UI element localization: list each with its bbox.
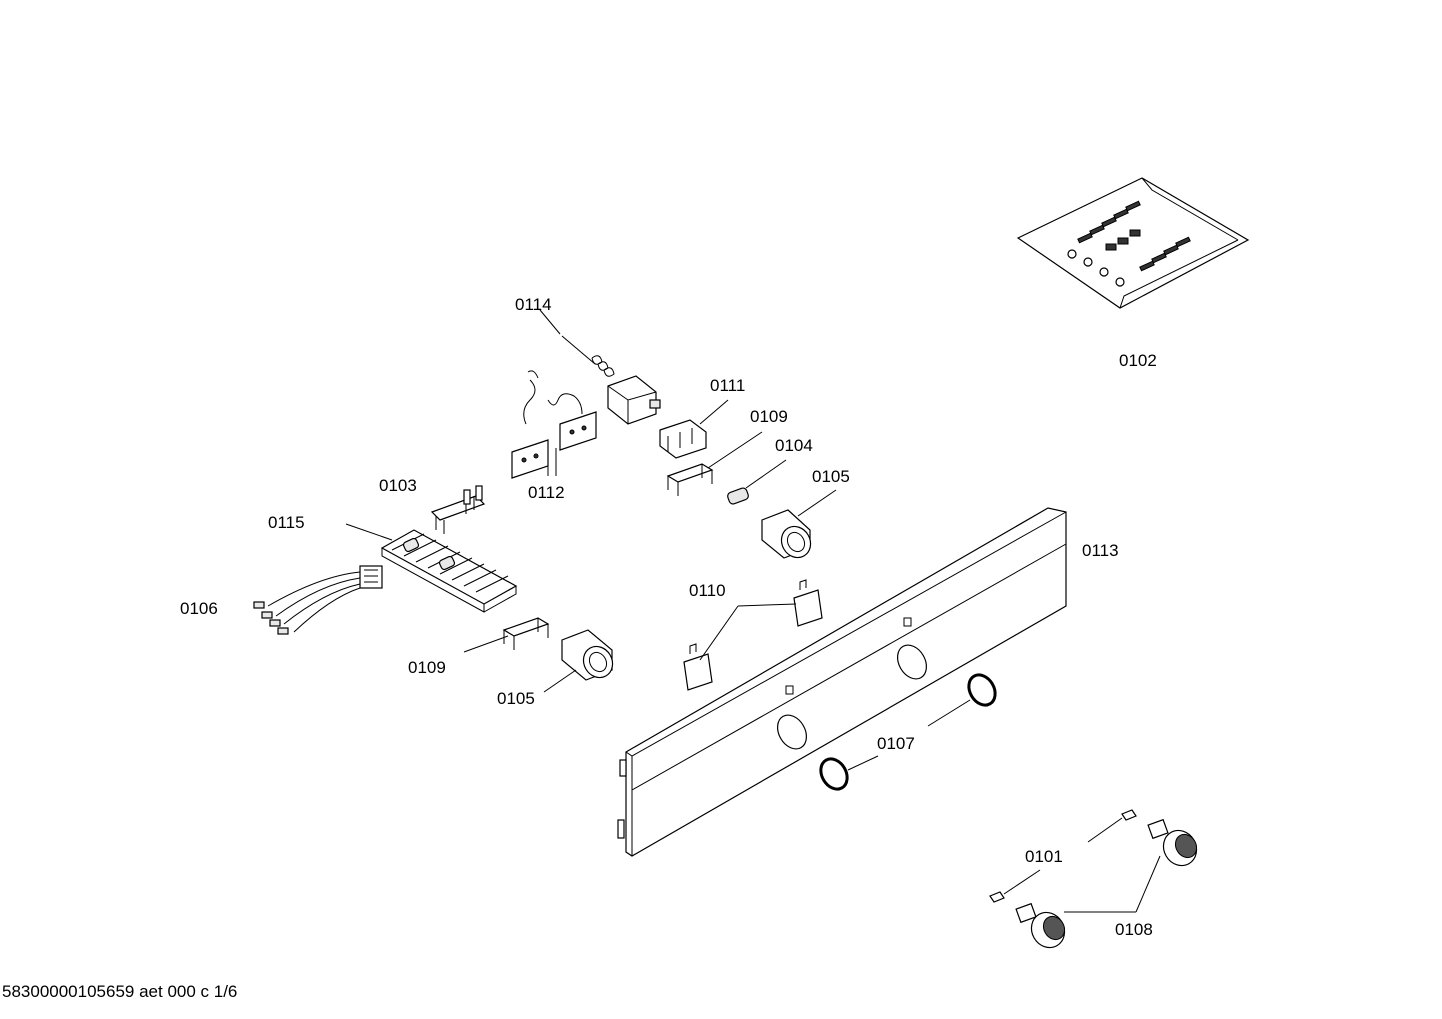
screws-icon <box>1067 200 1191 287</box>
part-0105-cap-upper[interactable] <box>761 509 816 563</box>
label-0102: 0102 <box>1119 351 1157 370</box>
label-0113: 0113 <box>1082 541 1119 560</box>
part-0110-clips[interactable] <box>683 579 823 691</box>
part-0111-clip[interactable] <box>659 419 707 459</box>
part-0115-terminal-strip[interactable] <box>380 529 518 613</box>
label-0111: 0111 <box>710 376 745 395</box>
label-0106: 0106 <box>180 599 218 618</box>
label-0103: 0103 <box>379 476 417 495</box>
label-0101: 0101 <box>1025 847 1063 866</box>
part-0113-control-panel[interactable] <box>617 507 1067 857</box>
part-0105-cap-lower[interactable] <box>561 629 618 683</box>
label-0105-lower: 0105 <box>497 689 535 708</box>
part-0106-wiring-harness[interactable] <box>253 565 383 635</box>
part-0101-inserts[interactable] <box>989 809 1137 903</box>
label-0104: 0104 <box>775 436 813 455</box>
label-0105-upper: 0105 <box>812 467 850 486</box>
part-0102-screw-bag[interactable] <box>1016 177 1250 309</box>
label-0110: 0110 <box>689 581 726 600</box>
part-0114-thermostat[interactable] <box>561 335 661 425</box>
drawing-number: 58300000105659 aet 000 c 1/6 <box>2 982 237 1001</box>
part-0104-lamp[interactable] <box>727 487 750 505</box>
part-0107-rings[interactable] <box>816 670 1001 794</box>
label-0109-lower: 0109 <box>408 658 446 677</box>
label-0114: 0114 <box>515 295 552 314</box>
label-0109-upper: 0109 <box>750 407 788 426</box>
part-0108-knobs[interactable] <box>1015 818 1203 954</box>
label-0115: 0115 <box>268 513 305 532</box>
label-0112: 0112 <box>528 483 565 502</box>
label-0108: 0108 <box>1115 920 1153 939</box>
part-0112-switch-brackets[interactable] <box>511 370 597 479</box>
label-0107: 0107 <box>877 734 915 753</box>
part-0109-holder-upper[interactable] <box>666 463 714 496</box>
part-0109-holder-lower[interactable] <box>502 617 550 650</box>
part-0103-bracket[interactable] <box>430 485 486 534</box>
